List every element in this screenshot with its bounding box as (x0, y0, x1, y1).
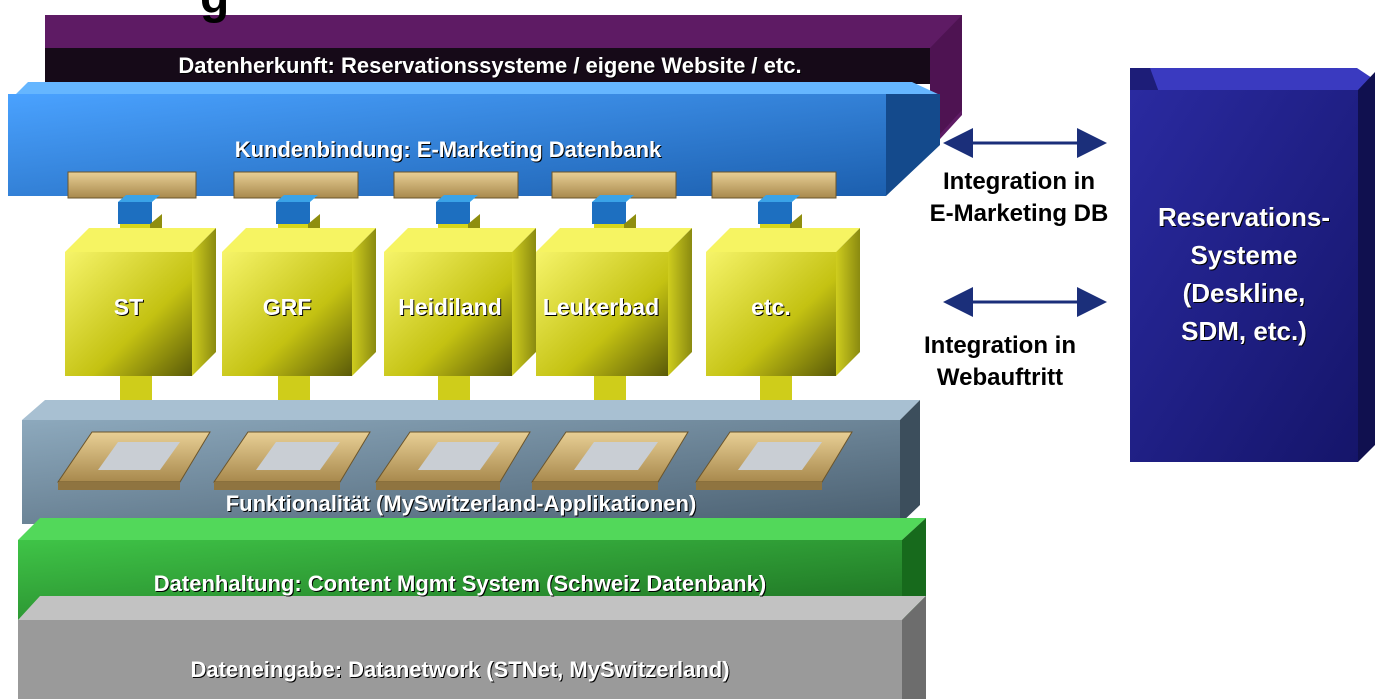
integration-web-line-2: Webauftritt (936, 364, 1064, 391)
reservation-line-4: SDM, etc.) (1181, 316, 1307, 346)
integration-web-line-1: Integration in (924, 332, 1076, 359)
reservation-systems-label: Reservations- Systeme (Deskline, SDM, et… (1130, 198, 1358, 350)
source-layer-label: Datenherkunft: Reservationssysteme / eig… (178, 53, 802, 78)
source-layer-slab (45, 15, 962, 150)
input-layer-label: Dateneingabe: Datanetwork (STNet, MySwit… (190, 657, 730, 682)
data-layer-label: Datenhaltung: Content Mgmt System (Schwe… (153, 571, 767, 596)
module-label: Heidiland (398, 294, 502, 320)
module-label: GRF (262, 294, 312, 320)
input-layer-slab (18, 596, 926, 699)
module-label: ST (113, 294, 144, 320)
function-layer-label: Funktionalität (MySwitzerland-Applikatio… (225, 491, 697, 516)
integration-web-label: Integration in Webauftritt (880, 330, 1120, 394)
module-label: Leukerbad (542, 294, 660, 320)
reservation-line-2: Systeme (1190, 240, 1298, 270)
reservation-systems-box (1130, 68, 1375, 462)
title-fragment: g (200, 0, 229, 25)
integration-db-line-1: Integration in (943, 168, 1095, 195)
integration-db-line-2: E-Marketing DB (929, 200, 1109, 227)
connector-tabs (67, 171, 837, 199)
reservation-line-3: (Deskline, (1182, 278, 1306, 308)
integration-db-label: Integration in E-Marketing DB (888, 166, 1150, 230)
crm-layer-label: Kundenbindung: E-Marketing Datenbank (234, 137, 662, 162)
application-frames (57, 431, 853, 490)
reservation-line-1: Reservations- (1158, 202, 1330, 232)
module-label: etc. (751, 294, 791, 320)
